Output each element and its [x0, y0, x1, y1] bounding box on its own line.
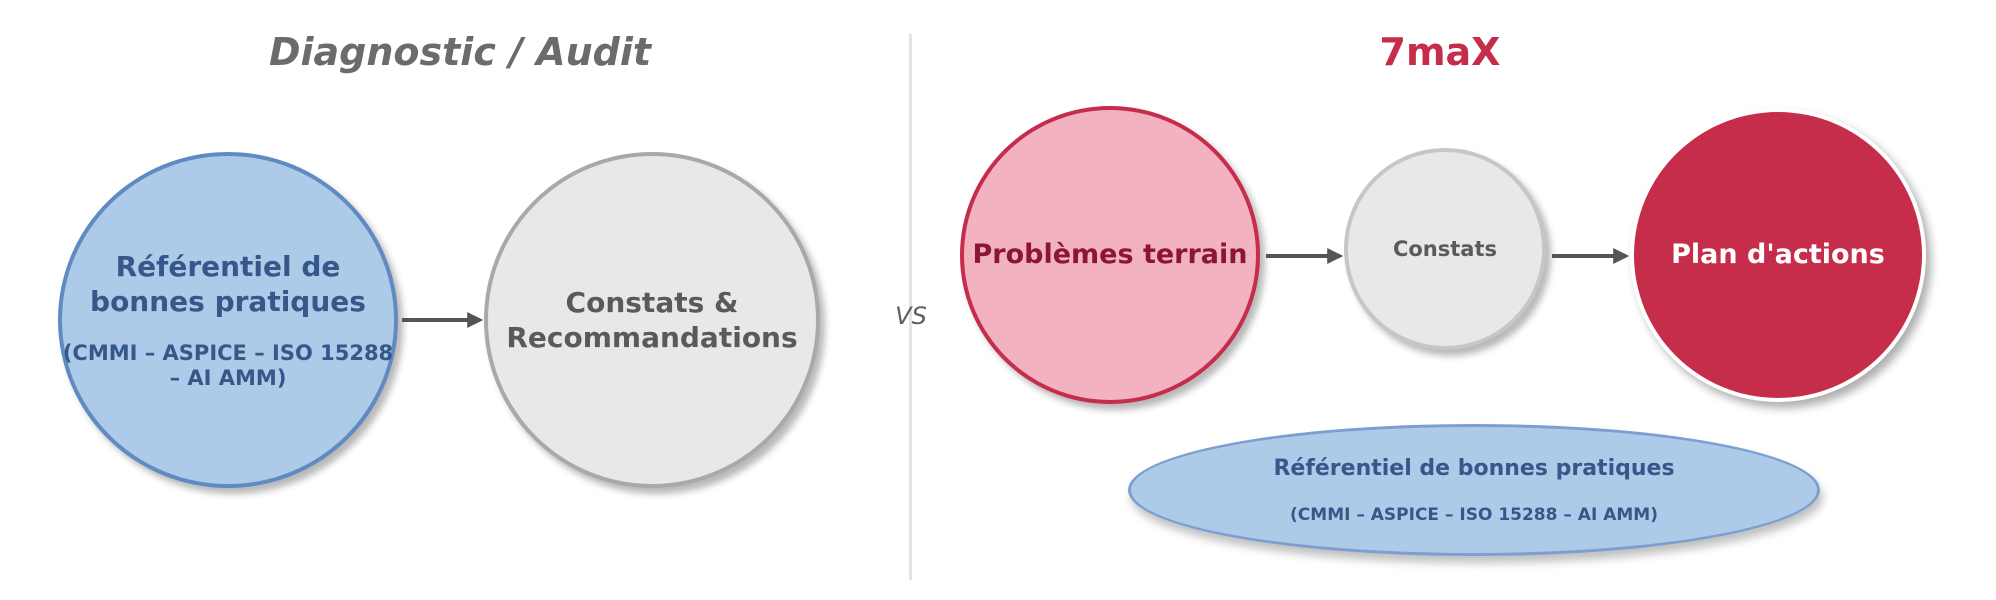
plan-actions-circle: Plan d'actions	[1630, 108, 1926, 402]
constats-recommandations-label: Constats & Recommandations	[506, 286, 798, 354]
referentiel-ellipse-label: Référentiel de bonnes pratiques	[1273, 455, 1675, 481]
vs-label: VS	[895, 302, 927, 330]
referentiel-label: Référentiel de bonnes pratiques	[90, 250, 366, 318]
problemes-terrain-circle: Problèmes terrain	[960, 106, 1260, 404]
7max-title: 7maX	[1379, 30, 1501, 74]
referentiel-circle: Référentiel de bonnes pratiques (CMMI – …	[58, 152, 398, 488]
constats-circle: Constats	[1344, 148, 1546, 350]
vertical-divider	[909, 34, 912, 580]
constats-recommandations-circle: Constats & Recommandations	[484, 152, 820, 488]
referentiel-standards: (CMMI – ASPICE – ISO 15288 – AI AMM)	[62, 341, 394, 390]
referentiel-ellipse-standards: (CMMI – ASPICE – ISO 15288 – AI AMM)	[1290, 504, 1658, 525]
constats-label: Constats	[1392, 237, 1498, 261]
plan-actions-label: Plan d'actions	[1671, 239, 1885, 270]
referentiel-ellipse: Référentiel de bonnes pratiques (CMMI – …	[1128, 424, 1820, 556]
problemes-terrain-label: Problèmes terrain	[972, 239, 1248, 270]
audit-title: Diagnostic / Audit	[268, 30, 652, 74]
